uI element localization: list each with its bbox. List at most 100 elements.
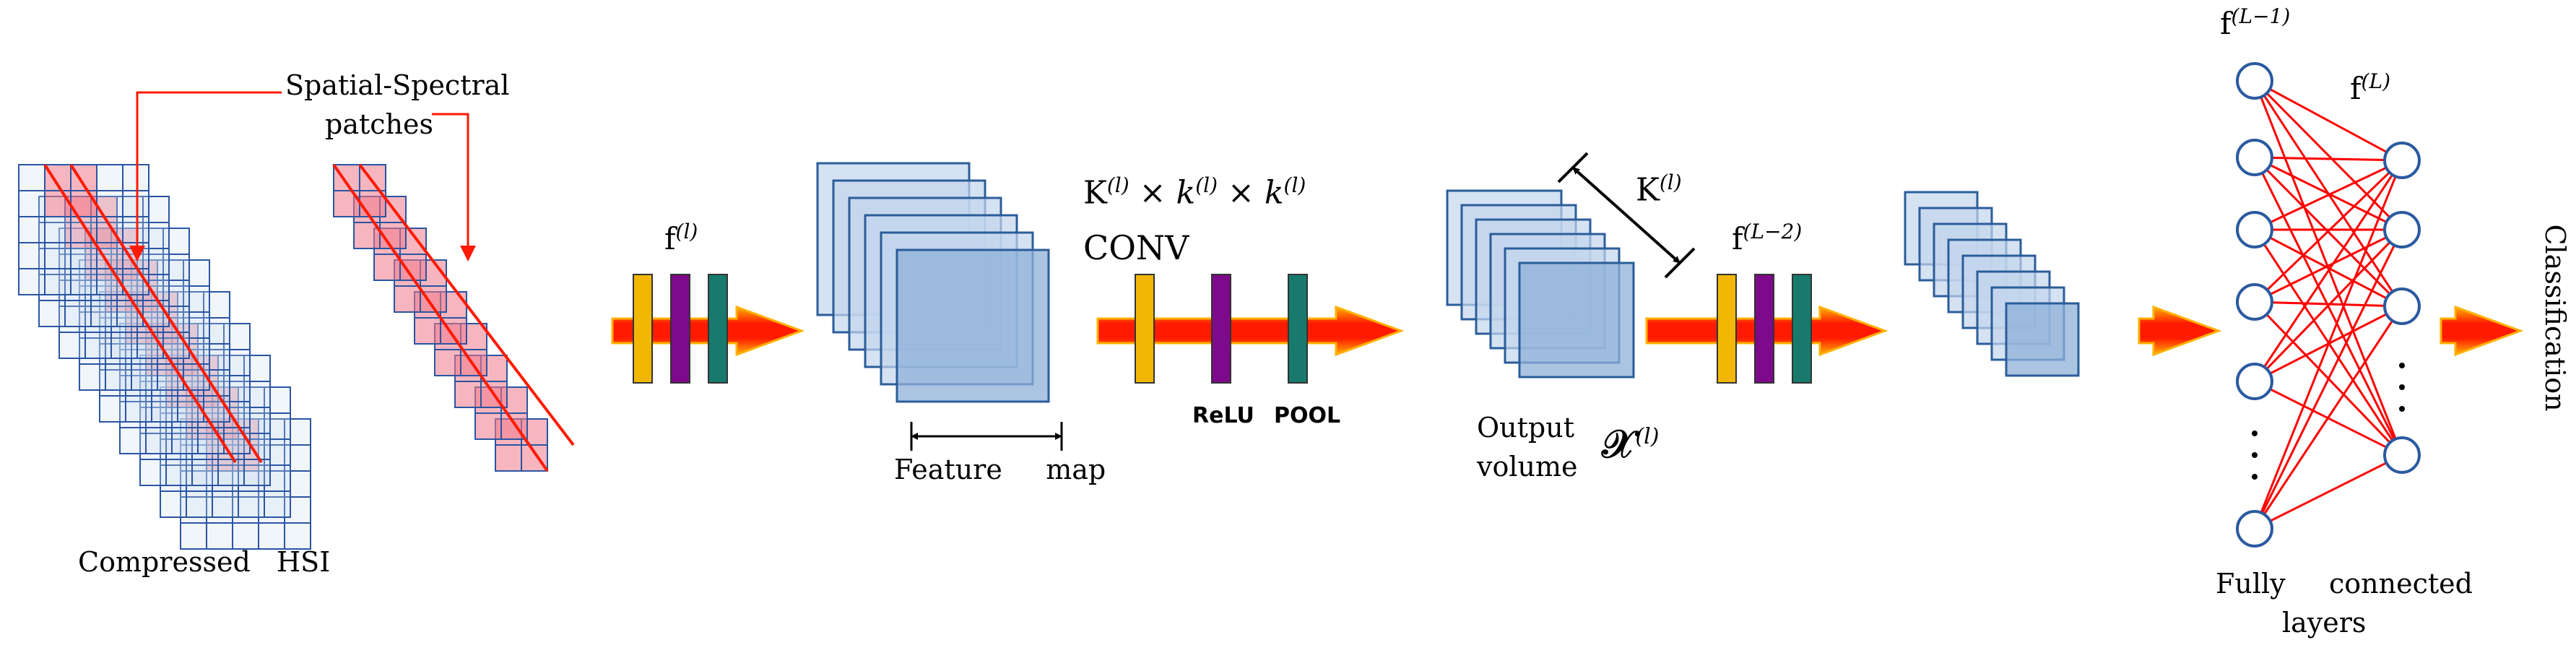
grid-cell (151, 369, 178, 397)
activation-bar-icon (1717, 274, 1737, 384)
output-volume-stack (1446, 189, 1635, 379)
grid-cell (58, 306, 86, 333)
neuron-icon (2383, 287, 2421, 325)
neuron-icon (2383, 436, 2421, 474)
grid-cell (171, 427, 199, 454)
grid-cell (70, 268, 97, 295)
grid-cell (105, 311, 132, 339)
grid-cell (186, 490, 213, 518)
grid-cell (238, 490, 265, 518)
grid-cell (243, 459, 271, 486)
grid-cell (125, 395, 152, 423)
grid-cell (125, 343, 152, 371)
neuron-icon (2383, 142, 2421, 179)
x-l-label: 𝒳(l) (1602, 420, 1660, 467)
grid-cell (264, 438, 291, 466)
grid-cell (64, 300, 92, 327)
grid-cell (145, 427, 173, 454)
grid-cell (139, 459, 167, 486)
patch-callout-right (432, 113, 476, 261)
activation-bar-icon (708, 274, 728, 384)
grid-cell (212, 490, 239, 518)
grid-cell (217, 459, 245, 486)
conv-label: CONV (1083, 228, 1189, 267)
grid-cell (454, 381, 482, 408)
grid-cell (131, 285, 158, 313)
grid-cell (284, 522, 311, 550)
grid-cell (38, 300, 66, 327)
grid-cell (58, 332, 86, 359)
grid-cell (79, 285, 106, 313)
grid-cell (373, 254, 401, 281)
grid-cell (183, 285, 210, 313)
grid-cell (284, 444, 311, 472)
neuron-icon (2236, 510, 2273, 548)
f-L-1-label: f(L−1) (2220, 4, 2291, 41)
grid-cell (70, 242, 97, 269)
fc-edge (2253, 229, 2403, 529)
grid-cell (139, 381, 167, 408)
grid-cell (460, 349, 487, 376)
patch-callout-left (129, 91, 282, 261)
grid-cell (162, 228, 190, 255)
neuron-icon (2236, 62, 2273, 100)
grid-cell (58, 280, 86, 307)
grid-cell (44, 268, 71, 295)
grid-cell (197, 323, 225, 350)
feature-map-square (1518, 261, 1635, 379)
grid-cell (44, 190, 71, 217)
grid-cell (90, 300, 118, 327)
relu-label: ReLU (1192, 403, 1254, 428)
kernel-size-label: K(l) × k(l) × k(l) (1083, 173, 1306, 212)
activation-bar-icon (1288, 274, 1308, 384)
grid-cell (223, 375, 251, 402)
patch-line (358, 163, 575, 446)
grid-cell (18, 190, 45, 217)
feature-map-square (2005, 302, 2080, 377)
grid-cell (99, 395, 126, 423)
grid-cell (186, 464, 213, 492)
fc-edge (2253, 228, 2403, 383)
grid-cell (243, 355, 271, 382)
compressed-hsi-cube (18, 164, 311, 550)
output-volume-label-line2: volume (1477, 451, 1578, 483)
grid-cell (212, 464, 239, 492)
f-L-2-label: f(L−2) (1732, 220, 1803, 256)
neuron-icon (2236, 211, 2273, 248)
grid-cell (434, 349, 461, 376)
fc-edge (2254, 159, 2403, 231)
grid-cell (264, 490, 291, 518)
fc-edge (2254, 156, 2403, 231)
patch-line (69, 163, 263, 464)
grid-cell (122, 164, 149, 191)
grid-cell (64, 248, 92, 275)
grid-cell (203, 343, 230, 371)
grid-cell (359, 190, 386, 217)
activation-bar-icon (1211, 274, 1231, 384)
grid-cell (139, 407, 167, 434)
patches-label-line1: Spatial-Spectral (285, 69, 510, 101)
f-L-label: f(L) (2350, 69, 2390, 106)
grid-cell (122, 190, 149, 217)
grid-cell (119, 427, 147, 454)
grid-cell (177, 369, 204, 397)
activation-bar-icon (1792, 274, 1812, 384)
grid-cell (203, 291, 230, 319)
feature-maps-stack (816, 162, 1050, 403)
grid-cell (186, 438, 213, 466)
neuron-icon (2236, 139, 2273, 176)
grid-cell (206, 496, 233, 524)
grid-cell (18, 268, 45, 295)
grid-cell (18, 216, 45, 243)
K-l-label: K(l) (1636, 170, 1682, 209)
ellipsis-dot (2252, 452, 2258, 458)
neuron-icon (2236, 283, 2273, 321)
grid-cell (116, 196, 144, 223)
red-arrow-icon (2138, 305, 2222, 357)
grid-cell (165, 459, 193, 486)
grid-cell (232, 522, 259, 550)
grid-cell (79, 363, 106, 391)
grid-cell (131, 337, 158, 365)
